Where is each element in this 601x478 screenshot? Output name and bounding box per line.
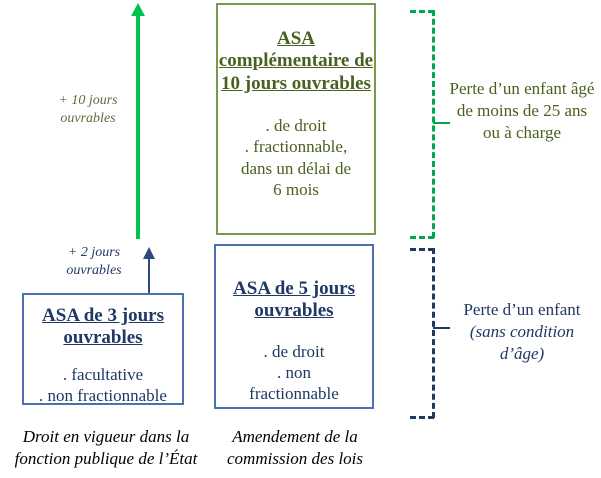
- navy-bracket-top-arm: [410, 248, 434, 251]
- box-asa-complementaire-title: ASA complémentaire de 10 jours ouvrables: [218, 28, 374, 94]
- box-asa-complementaire: ASA complémentaire de 10 jours ouvrables…: [216, 3, 376, 235]
- box-asa-complementaire-body-line: 6 mois: [273, 179, 319, 199]
- box-asa-5-jours-body: . de droit . non fractionnable: [216, 341, 372, 405]
- box-asa-complementaire-body: . de droit . fractionnable, dans un déla…: [218, 115, 374, 200]
- green-arrow-head-icon: [131, 3, 145, 16]
- navy-arrow-shaft: [148, 257, 150, 296]
- navy-bracket-caption-line1: Perte d’un enfant: [463, 300, 581, 319]
- green-bracket-pointer-tick: [433, 122, 450, 124]
- box-asa-3-jours-title: ASA de 3 jours ouvrables: [42, 305, 164, 349]
- green-arrow-label: + 10 jours ouvrables: [58, 93, 118, 127]
- navy-bracket-caption: Perte d’un enfant (sans condition d’âge): [447, 299, 597, 364]
- green-bracket-bottom-arm: [410, 236, 434, 239]
- green-arrow-shaft: [136, 14, 140, 239]
- box-asa-3-jours-body: . facultative . non fractionnable: [24, 364, 182, 407]
- box-asa-5-jours-body-line: . de droit: [263, 341, 325, 361]
- box-asa-3-jours-body-line: . non fractionnable: [39, 386, 167, 406]
- navy-arrow-head-icon: [143, 247, 155, 259]
- box-asa-5-jours-body-line: . non: [277, 363, 311, 383]
- box-asa-3-jours-body-line: . facultative: [62, 364, 144, 384]
- bottom-caption-right: Amendement de la commission des lois: [227, 427, 363, 469]
- navy-bracket-caption-line2: (sans condition: [469, 321, 575, 341]
- green-bracket-top-arm: [410, 10, 434, 13]
- bottom-caption-left: Droit en vigueur dans la fonction publiq…: [14, 427, 198, 469]
- box-asa-5-jours-body-line: fractionnable: [249, 384, 339, 404]
- box-asa-3-jours: ASA de 3 jours ouvrables . facultative .…: [22, 293, 184, 405]
- navy-arrow-label: + 2 jours ouvrables: [66, 245, 122, 279]
- box-asa-5-jours: ASA de 5 jours ouvrables . de droit . no…: [214, 244, 374, 409]
- navy-bracket-vertical: [432, 248, 435, 418]
- navy-bracket-pointer-tick: [433, 327, 450, 329]
- navy-bracket-bottom-arm: [410, 416, 434, 419]
- box-asa-complementaire-body-line: . de droit: [265, 116, 327, 136]
- green-bracket-caption: Perte d’un enfant âgé de moins de 25 ans…: [449, 79, 595, 142]
- box-asa-5-jours-title: ASA de 5 jours ouvrables: [233, 278, 355, 322]
- box-asa-complementaire-body-line: . fractionnable,: [244, 137, 348, 157]
- green-bracket-vertical: [432, 10, 435, 238]
- box-asa-complementaire-body-line: dans un délai de: [241, 158, 351, 178]
- navy-bracket-caption-line3: d’âge): [499, 343, 545, 363]
